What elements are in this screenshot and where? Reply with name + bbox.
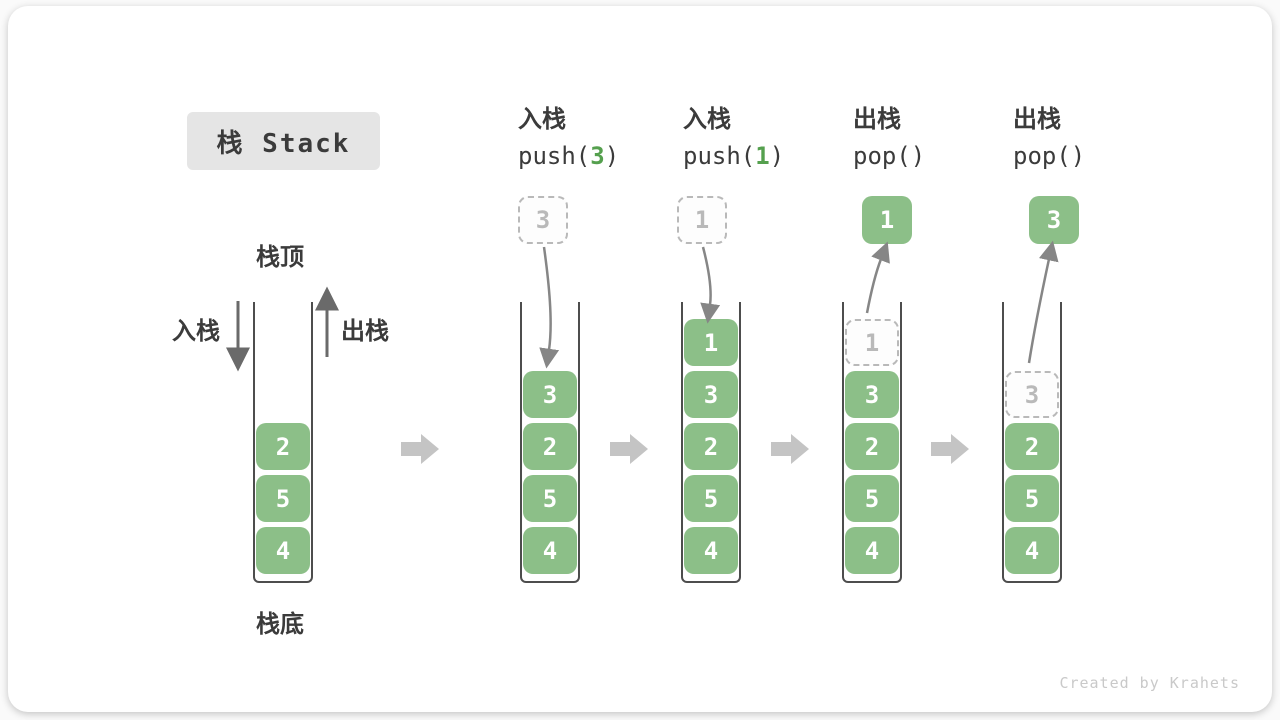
stack-cell: 2 bbox=[845, 423, 899, 470]
stack-bottom-label: 栈底 bbox=[256, 611, 304, 638]
code-pre: pop( bbox=[1013, 142, 1071, 170]
op-header-push-1: 入栈 push(1) bbox=[683, 106, 843, 170]
stack-cell: 2 bbox=[256, 423, 310, 470]
op-header-pop-3: 出栈 pop() bbox=[1013, 106, 1173, 170]
stack-cell: 3 bbox=[523, 371, 577, 418]
ghost-cell: 3 bbox=[1005, 371, 1059, 418]
stack-top-label: 栈顶 bbox=[256, 244, 304, 271]
op-label: 入栈 bbox=[518, 106, 566, 133]
op-header-push-3: 入栈 push(3) bbox=[518, 106, 678, 170]
diagram-title: 栈 Stack bbox=[187, 112, 380, 170]
code-arg: 1 bbox=[755, 142, 770, 170]
code-post: ) bbox=[1070, 142, 1086, 170]
stack-cell: 4 bbox=[684, 527, 738, 574]
stack-cell: 5 bbox=[684, 475, 738, 522]
op-label: 出栈 bbox=[1013, 106, 1061, 133]
op-code: push(3) bbox=[518, 142, 678, 170]
code-pre: pop( bbox=[853, 142, 911, 170]
op-header-pop-1: 出栈 pop() bbox=[853, 106, 1013, 170]
stack-cell: 2 bbox=[523, 423, 577, 470]
stack-cell: 3 bbox=[845, 371, 899, 418]
op-label: 出栈 bbox=[853, 106, 901, 133]
popped-value-box: 3 bbox=[1029, 196, 1079, 244]
op-code: push(1) bbox=[683, 142, 843, 170]
stack-cell: 5 bbox=[845, 475, 899, 522]
stack-cell: 2 bbox=[684, 423, 738, 470]
stack-cell: 5 bbox=[256, 475, 310, 522]
stack-cell: 4 bbox=[523, 527, 577, 574]
op-code: pop() bbox=[1013, 142, 1173, 170]
stack-cell: 3 bbox=[684, 371, 738, 418]
stack-cell: 5 bbox=[1005, 475, 1059, 522]
code-arg: 3 bbox=[590, 142, 605, 170]
op-label: 入栈 bbox=[683, 106, 731, 133]
code-pre: push( bbox=[683, 142, 756, 170]
code-post: ) bbox=[910, 142, 926, 170]
code-post: ) bbox=[769, 142, 785, 170]
stack-cell: 4 bbox=[845, 527, 899, 574]
ghost-cell: 1 bbox=[845, 319, 899, 366]
stack-cell: 2 bbox=[1005, 423, 1059, 470]
op-code: pop() bbox=[853, 142, 1013, 170]
watermark: Created by Krahets bbox=[1059, 674, 1240, 692]
code-post: ) bbox=[604, 142, 620, 170]
pop-side-label: 出栈 bbox=[341, 318, 389, 345]
code-pre: push( bbox=[518, 142, 591, 170]
stack-cell: 4 bbox=[256, 527, 310, 574]
popped-value-box: 1 bbox=[862, 196, 912, 244]
stack-cell: 5 bbox=[523, 475, 577, 522]
stack-cell: 1 bbox=[684, 319, 738, 366]
incoming-value-box: 1 bbox=[677, 196, 727, 244]
stack-cell: 4 bbox=[1005, 527, 1059, 574]
push-side-label: 入栈 bbox=[172, 318, 220, 345]
incoming-value-box: 3 bbox=[518, 196, 568, 244]
